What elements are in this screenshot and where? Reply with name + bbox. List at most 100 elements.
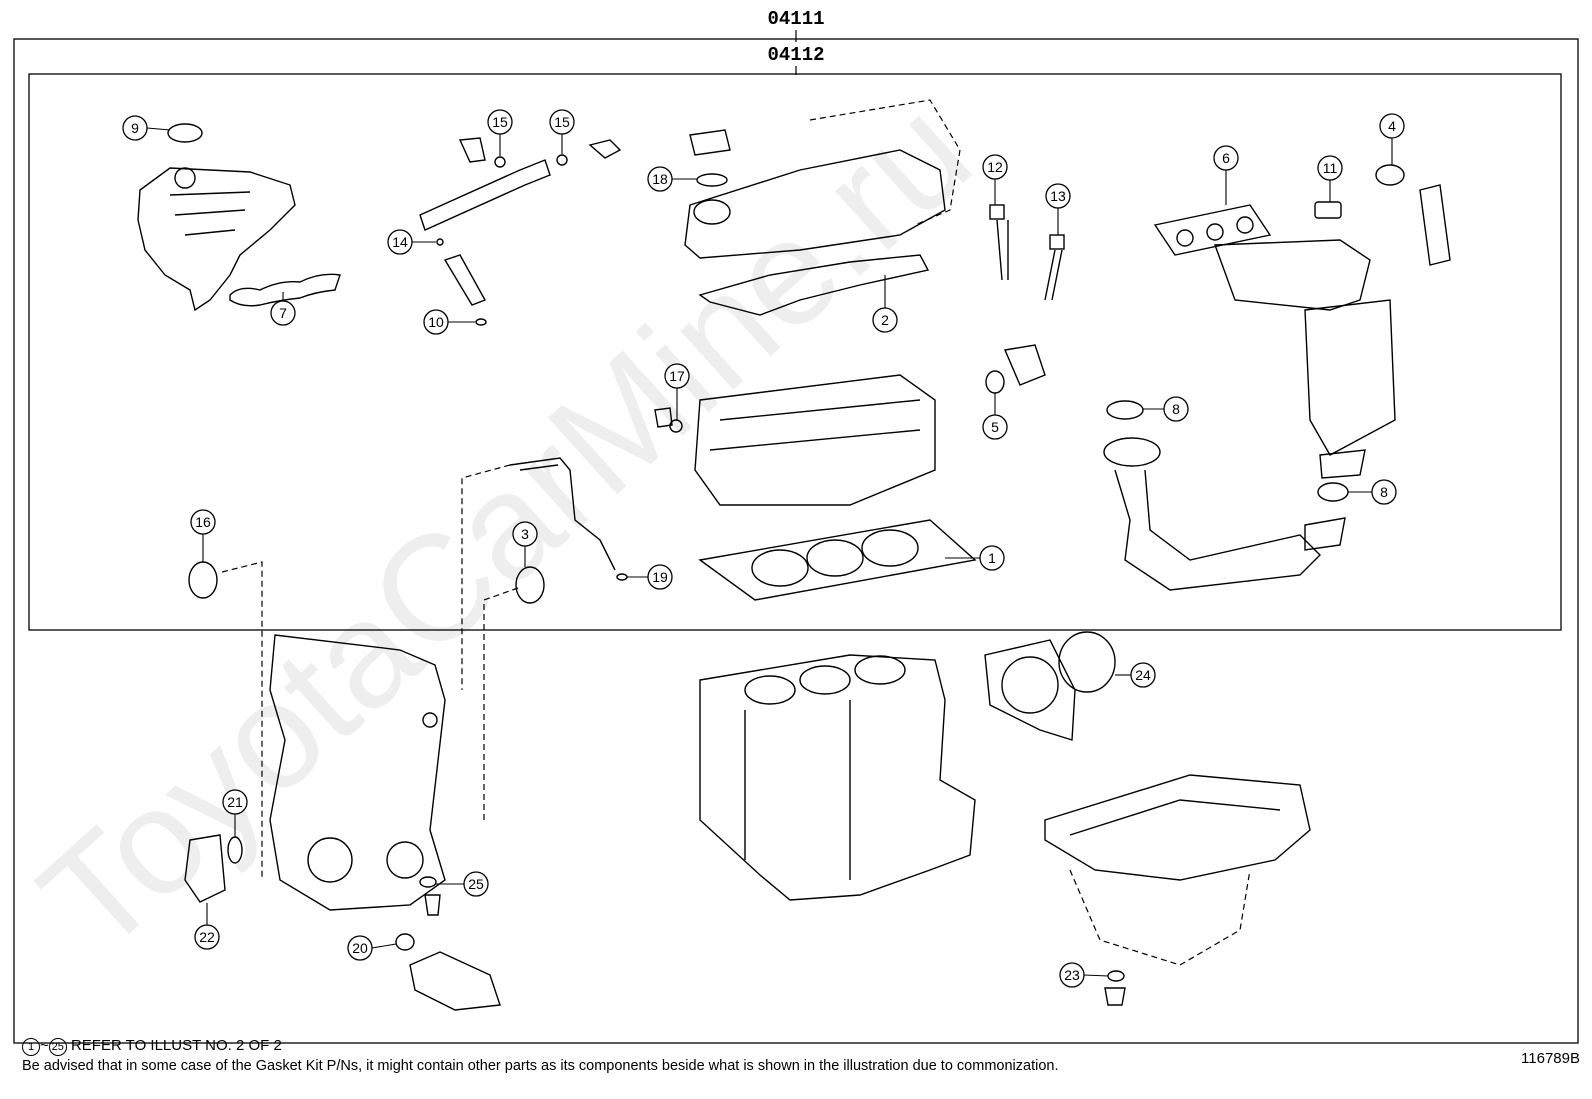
callout-14[interactable]: 14 — [387, 229, 436, 255]
illustration-id: 116789B — [1521, 1050, 1580, 1067]
refer-text: REFER TO ILLUST NO. 2 OF 2 — [70, 1037, 282, 1054]
callout-circle — [1379, 113, 1405, 139]
callout-19[interactable]: 19 — [627, 564, 673, 590]
callout-16[interactable]: 16 — [190, 509, 216, 562]
callout-1[interactable]: 1 — [945, 545, 1005, 571]
callout-circle — [647, 564, 673, 590]
callout-2[interactable]: 2 — [872, 275, 898, 333]
gasket-4 — [1375, 164, 1405, 186]
o-rings-15 — [494, 154, 568, 168]
callout-5[interactable]: 5 — [982, 393, 1008, 440]
cylinder-head-cover — [684, 99, 961, 259]
callout-circle — [982, 414, 1008, 440]
callout-6[interactable]: 6 — [1213, 145, 1239, 205]
callout-circle — [270, 300, 296, 326]
callout-10[interactable]: 10 — [423, 309, 475, 335]
kit-label-inner[interactable]: 04112 — [767, 44, 824, 66]
callout-number: 21 — [227, 794, 243, 810]
callout-number: 20 — [352, 940, 368, 956]
callout-circle — [1317, 155, 1343, 181]
range-note: 1~25 REFER TO ILLUST NO. 2 OF 2 — [22, 1037, 282, 1056]
callout-9[interactable]: 9 — [122, 115, 171, 141]
callout-number: 8 — [1172, 401, 1180, 417]
gasket-8a — [1106, 400, 1144, 420]
seal-25 — [419, 876, 437, 888]
cylinder-head-gasket-1 — [698, 519, 977, 601]
plug-bolt — [424, 894, 441, 916]
gasket-22 — [184, 834, 226, 903]
callout-leader-line — [371, 943, 397, 949]
callout-number: 19 — [652, 569, 668, 585]
rear-oil-seal-24 — [1058, 631, 1116, 693]
callout-circle — [512, 521, 538, 547]
callout-13[interactable]: 13 — [1045, 183, 1071, 235]
gasket-8b — [1317, 482, 1349, 502]
callout-number: 23 — [1064, 967, 1080, 983]
intake-valve — [989, 204, 1009, 281]
callout-number: 22 — [199, 929, 215, 945]
callout-8a[interactable]: 8 — [1143, 396, 1189, 422]
water-inlet — [409, 951, 501, 1011]
callout-circle — [423, 309, 449, 335]
fuel-injector — [436, 238, 487, 326]
seal-17 — [669, 419, 683, 433]
callout-15b[interactable]: 15 — [549, 109, 575, 154]
callout-circle — [1213, 145, 1239, 171]
fuel-rail — [419, 137, 622, 231]
gasket-20 — [395, 933, 415, 951]
cylinder-head — [654, 374, 936, 506]
exhaust-front-pipe — [1103, 437, 1346, 591]
callout-number: 7 — [279, 305, 287, 321]
callout-22[interactable]: 22 — [194, 903, 220, 950]
callout-23[interactable]: 23 — [1059, 962, 1109, 988]
range-start-badge: 1 — [22, 1038, 40, 1056]
callout-layer: 9 7 15 15 14 10 18 2 12 13 6 11 4 17 5 8 8 16 3 19 1 24 21 22 25… — [122, 109, 1405, 988]
callout-circle — [979, 545, 1005, 571]
intake-manifold — [137, 167, 296, 312]
callout-25[interactable]: 25 — [436, 871, 489, 897]
range-end-badge: 25 — [48, 1038, 67, 1056]
callout-18[interactable]: 18 — [647, 166, 697, 192]
callout-12[interactable]: 12 — [982, 154, 1008, 205]
callout-circle — [1059, 962, 1085, 988]
callout-21[interactable]: 21 — [222, 789, 248, 837]
callout-circle — [647, 166, 673, 192]
water-outlet — [1004, 344, 1046, 386]
callout-circle — [549, 109, 575, 135]
callout-leader-line — [146, 127, 171, 131]
callout-7[interactable]: 7 — [270, 292, 296, 326]
callout-17[interactable]: 17 — [664, 363, 690, 420]
drain-gasket-23 — [1107, 970, 1125, 982]
callout-8b[interactable]: 8 — [1348, 479, 1397, 505]
callout-circle — [487, 109, 513, 135]
oil-level-gauge-guide — [509, 457, 616, 571]
range-separator: ~ — [40, 1037, 49, 1054]
callout-number: 5 — [991, 419, 999, 435]
callout-number: 2 — [881, 312, 889, 328]
callout-4[interactable]: 4 — [1379, 113, 1405, 165]
callout-number: 16 — [195, 514, 211, 530]
callout-number: 15 — [492, 114, 508, 130]
callout-circle — [463, 871, 489, 897]
callout-15a[interactable]: 15 — [487, 109, 513, 156]
rear-oil-seal-retainer — [984, 639, 1076, 741]
head-cover-gasket-2 — [698, 254, 930, 316]
callout-circle — [194, 924, 220, 950]
callout-number: 15 — [554, 114, 570, 130]
callout-circle — [222, 789, 248, 815]
callout-11[interactable]: 11 — [1317, 155, 1343, 202]
callout-circle — [1371, 479, 1397, 505]
callout-number: 25 — [468, 876, 484, 892]
callout-20[interactable]: 20 — [347, 935, 397, 961]
callout-number: 14 — [392, 234, 408, 250]
watermark: ToyotaCarMine.ru — [9, 67, 1001, 984]
gasket-7 — [229, 273, 341, 307]
callout-24[interactable]: 24 — [1115, 662, 1156, 688]
oil-pan — [1044, 774, 1311, 966]
callout-circle — [872, 307, 898, 333]
gasket-ring-9 — [167, 123, 203, 143]
kit-label-outer[interactable]: 04111 — [767, 8, 824, 30]
callout-3[interactable]: 3 — [512, 521, 538, 567]
seal-5 — [985, 370, 1005, 394]
